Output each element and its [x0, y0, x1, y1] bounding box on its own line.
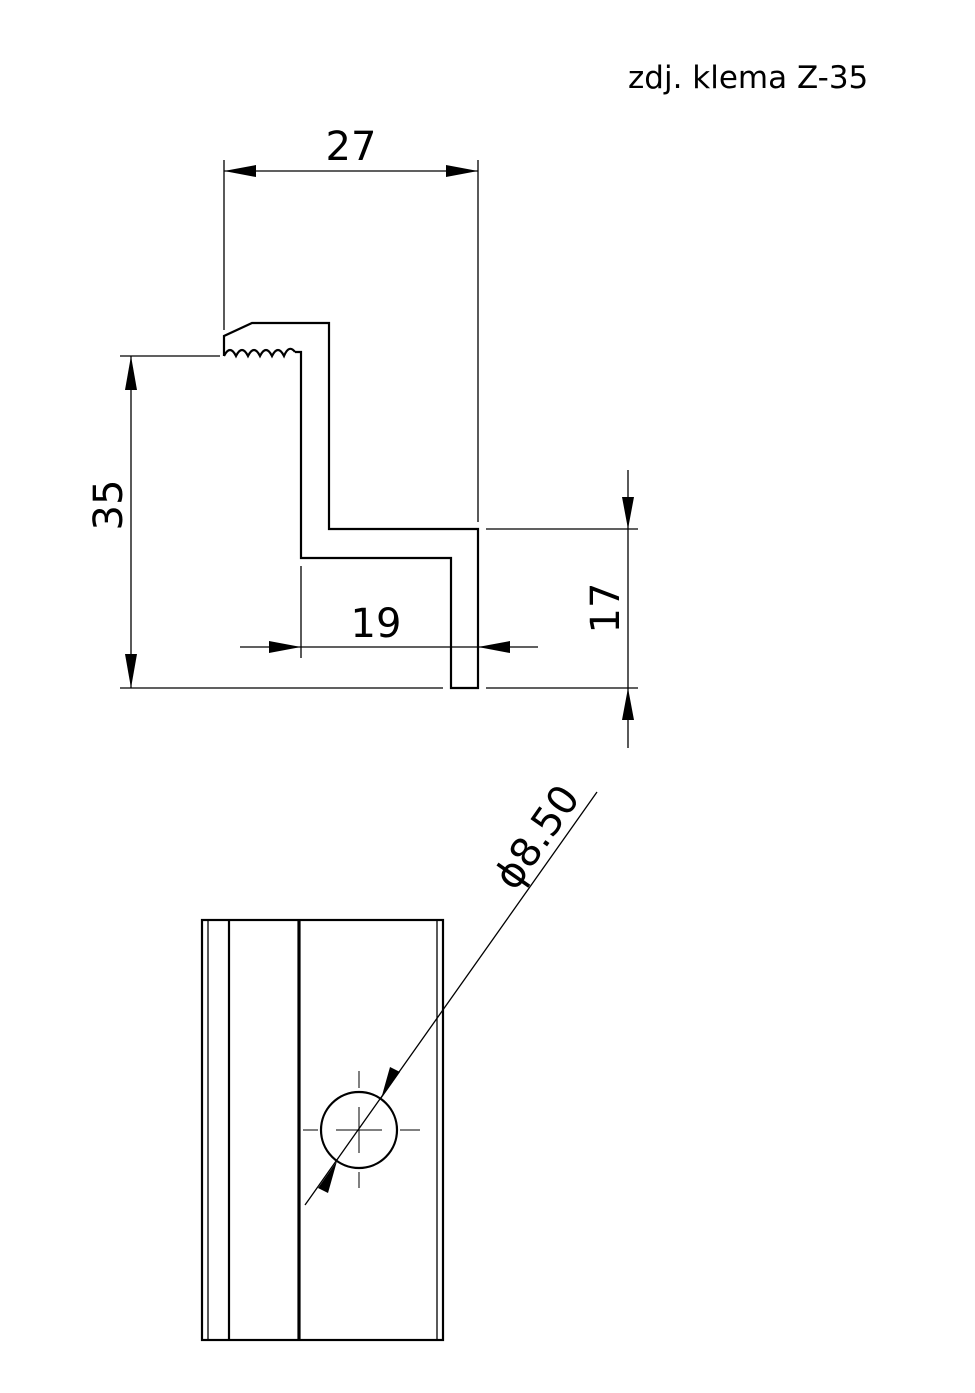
arrowhead-19-left: [269, 641, 301, 653]
dimension-label-19: 19: [351, 601, 402, 647]
clamp-profile-view: 27 35 19 17: [86, 124, 638, 748]
arrowhead-27-left: [224, 165, 256, 177]
diameter-arrowhead-upper: [381, 1067, 400, 1099]
mounting-hole: [319, 1090, 399, 1170]
arrowhead-35-bottom: [125, 654, 137, 688]
arrowhead-19-right: [478, 641, 510, 653]
arrowhead-35-top: [125, 356, 137, 390]
dimension-label-27: 27: [326, 124, 377, 170]
arrowhead-17-bottom: [622, 688, 634, 720]
grip-serration: [223, 347, 296, 359]
z-profile-outline: [222, 321, 480, 690]
diameter-label: ϕ8.50: [485, 777, 589, 898]
arrowhead-17-top: [622, 497, 634, 529]
top-view-outline: [200, 918, 445, 1342]
dimension-label-35: 35: [86, 480, 132, 531]
diameter-arrowhead-lower: [318, 1161, 337, 1193]
arrowhead-27-right: [446, 165, 478, 177]
clamp-top-view: ϕ8.50: [200, 777, 598, 1342]
drawing-caption: zdj. klema Z-35: [628, 60, 869, 96]
dimension-label-17: 17: [583, 583, 629, 634]
diameter-leader-line: [304, 791, 598, 1206]
